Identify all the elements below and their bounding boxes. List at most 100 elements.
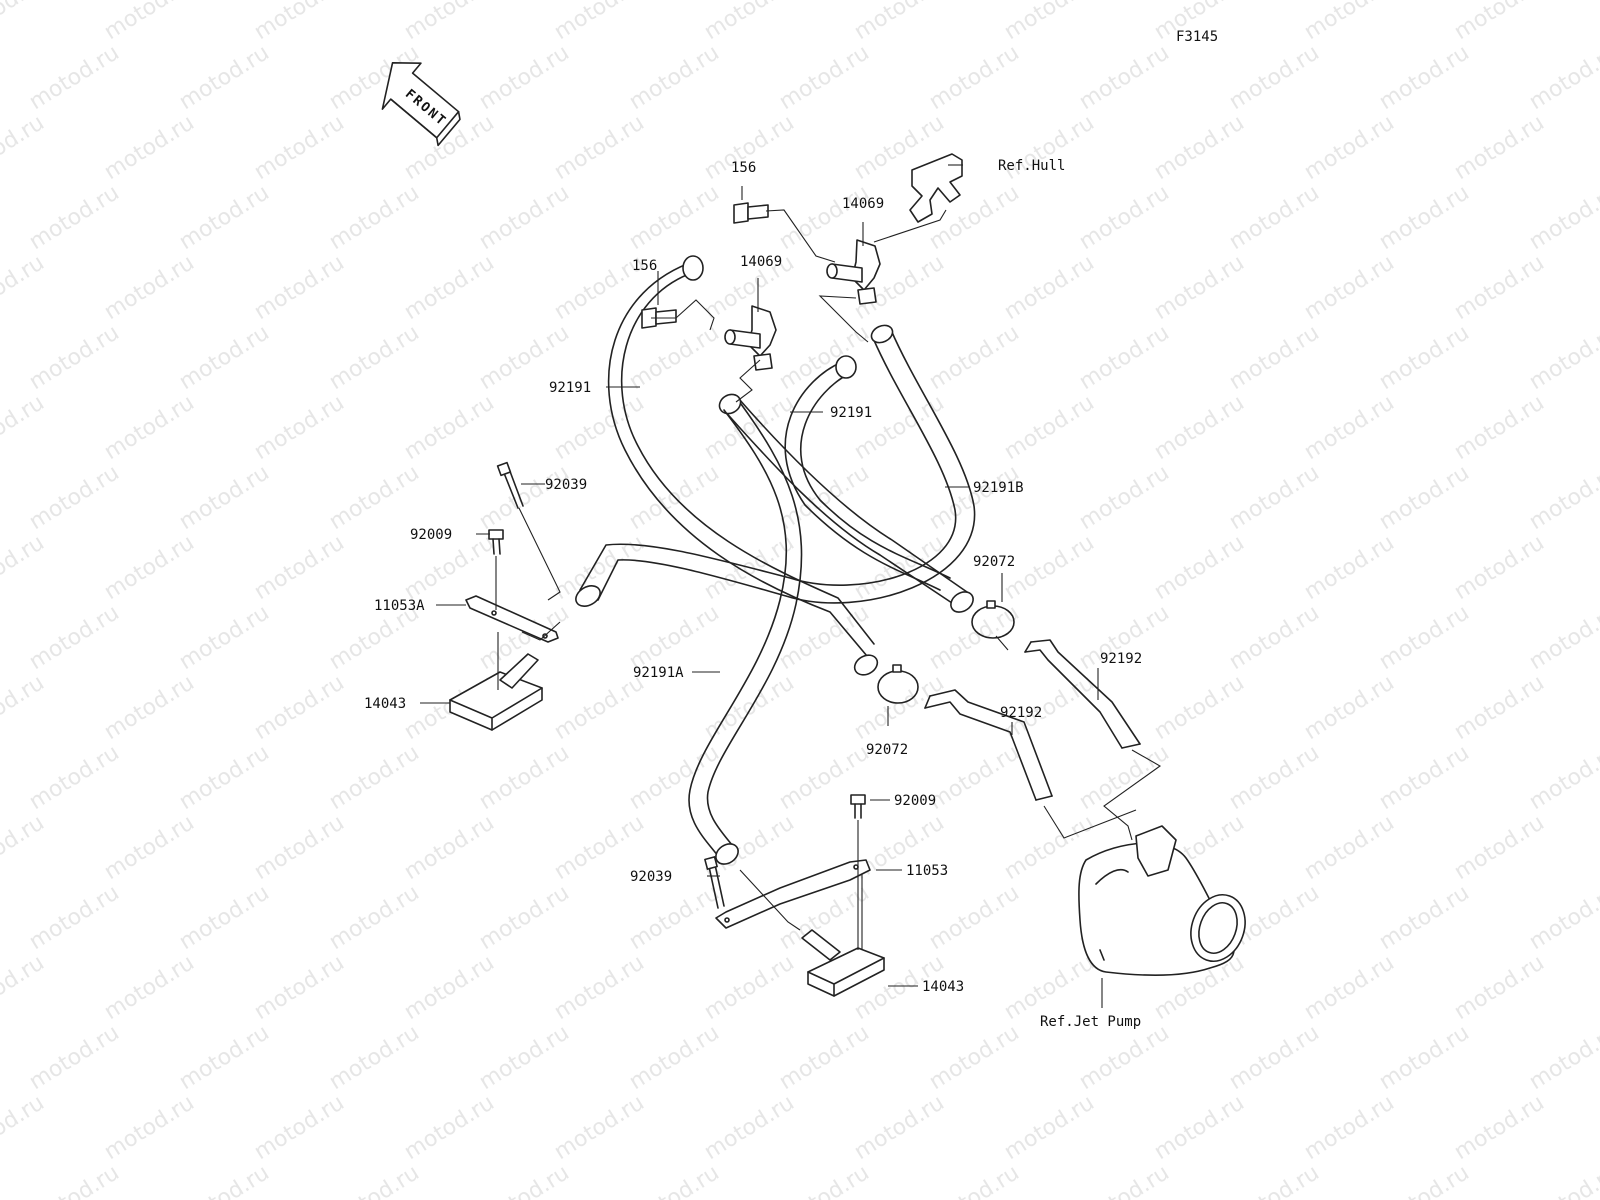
watermark-text: motod.ru [1225,40,1324,115]
watermark-text: motod.ru [325,1020,424,1095]
watermark-text: motod.ru [925,320,1024,395]
hose-92192-left[interactable] [924,689,1053,801]
watermark-text: motod.ru [925,740,1024,815]
watermark-text: motod.ru [400,810,499,885]
watermark-text: motod.ru [1000,1090,1099,1165]
watermark-text: motod.ru [175,600,274,675]
watermark-text: motod.ru [175,740,274,815]
watermark-text: motod.ru [1300,110,1399,185]
watermark-text: motod.ru [1525,600,1600,675]
label-hose-92192-right: 92192 [1100,651,1142,667]
watermark-text: motod.ru [0,110,49,185]
watermark-text: motod.ru [400,0,499,45]
watermark-text: motod.ru [100,1090,199,1165]
watermark-text: motod.ru [100,390,199,465]
watermark-text: motod.ru [1075,1020,1174,1095]
watermark-text: motod.ru [0,1090,49,1165]
watermark-text: motod.ru [250,390,349,465]
watermark-text: motod.ru [1525,460,1600,535]
watermark-text: motod.ru [1525,180,1600,255]
watermark-text: motod.ru [325,180,424,255]
bolt-156-a[interactable] [641,307,677,329]
watermark-text: motod.ru [475,740,574,815]
screw-92009-bottom[interactable] [850,794,866,819]
watermark-text: motod.ru [550,670,649,745]
watermark-text: motod.ru [925,880,1024,955]
watermark-text: motod.ru [925,1020,1024,1095]
watermark-text: motod.ru [475,180,574,255]
watermark-text: motod.ru [0,0,49,45]
watermark-text: motod.ru [700,0,799,45]
label-hose-92191-mid: 92191 [830,405,872,421]
watermark-text: motod.ru [175,1020,274,1095]
label-hose-92191a: 92191A [633,665,684,681]
watermark-text: motod.ru [625,880,724,955]
watermark-text: motod.ru [1300,810,1399,885]
fitting-14069-b[interactable] [826,239,881,305]
clamp-92072-bottom[interactable] [877,664,919,704]
watermark-text: motod.ru [1375,460,1474,535]
watermark-text: motod.ru [400,1090,499,1165]
label-screw-92009-top: 92009 [410,527,452,543]
holder-11053a[interactable] [465,595,559,643]
watermark-text: motod.ru [1075,180,1174,255]
watermark-text: motod.ru [1450,530,1549,605]
watermark-text: motod.ru [1300,530,1399,605]
watermark-text: motod.ru [1375,880,1474,955]
hose-92191a[interactable] [688,403,803,868]
watermark-text: motod.ru [850,1090,949,1165]
watermark-text: motod.ru [400,250,499,325]
watermark-text: motod.ru [475,1020,574,1095]
watermark-text: motod.ru [775,1020,874,1095]
watermark-text: motod.ru [100,530,199,605]
band-92039-bottom[interactable] [704,856,725,909]
watermark-text: motod.ru [1375,1020,1474,1095]
watermark-text: motod.ru [700,390,799,465]
watermark-text: motod.ru [1525,320,1600,395]
label-band-92039-top: 92039 [545,477,587,493]
watermark-text: motod.ru [1525,1160,1600,1200]
fitting-14069-a[interactable] [724,305,777,371]
label-band-92039-bottom: 92039 [630,869,672,885]
watermark-text: motod.ru [550,1090,649,1165]
watermark-text: motod.ru [1300,950,1399,1025]
watermark-text: motod.ru [1375,320,1474,395]
watermark-text: motod.ru [1300,670,1399,745]
watermark-text: motod.ru [1375,1160,1474,1200]
bolt-156-b[interactable] [733,202,769,224]
hose-92191b[interactable] [572,322,976,610]
watermark-text: motod.ru [1150,390,1249,465]
watermark-text: motod.ru [1450,0,1549,45]
label-holder-11053: 11053 [906,863,948,879]
watermark-text: motod.ru [1450,250,1549,325]
watermark-text: motod.ru [250,670,349,745]
watermark-text: motod.ru [625,180,724,255]
hose-92192-right[interactable] [1024,639,1141,749]
band-92039-top[interactable] [496,461,524,509]
watermark-text: motod.ru [325,880,424,955]
label-hose-92191b: 92191B [973,480,1024,496]
hose-92191-left[interactable] [607,255,881,679]
label-ref-hull: Ref.Hull [998,158,1065,174]
watermark-text: motod.ru [1075,460,1174,535]
watermark-text: motod.ru [325,740,424,815]
watermark-text: motod.ru [1300,250,1399,325]
outlet-14043-top[interactable] [449,653,543,731]
label-bolt-156-b: 156 [731,160,756,176]
label-fitting-14069-b: 14069 [842,196,884,212]
watermark-text: motod.ru [250,530,349,605]
watermark-text: motod.ru [1225,320,1324,395]
label-hose-92192-left: 92192 [1000,705,1042,721]
watermark-text: motod.ru [775,40,874,115]
outlet-14043-bottom[interactable] [801,929,885,997]
watermark-text: motod.ru [175,460,274,535]
label-ref-jet-pump: Ref.Jet Pump [1040,1014,1141,1030]
label-clamp-92072-top: 92072 [973,554,1015,570]
watermark-text: motod.ru [25,1020,124,1095]
label-screw-92009-bottom: 92009 [894,793,936,809]
hose-92191-mid[interactable] [716,355,977,616]
watermark-text: motod.ru [175,1160,274,1200]
watermark-text: motod.ru [100,670,199,745]
clamp-92072-top[interactable] [971,600,1015,639]
watermark-text: motod.ru [100,810,199,885]
